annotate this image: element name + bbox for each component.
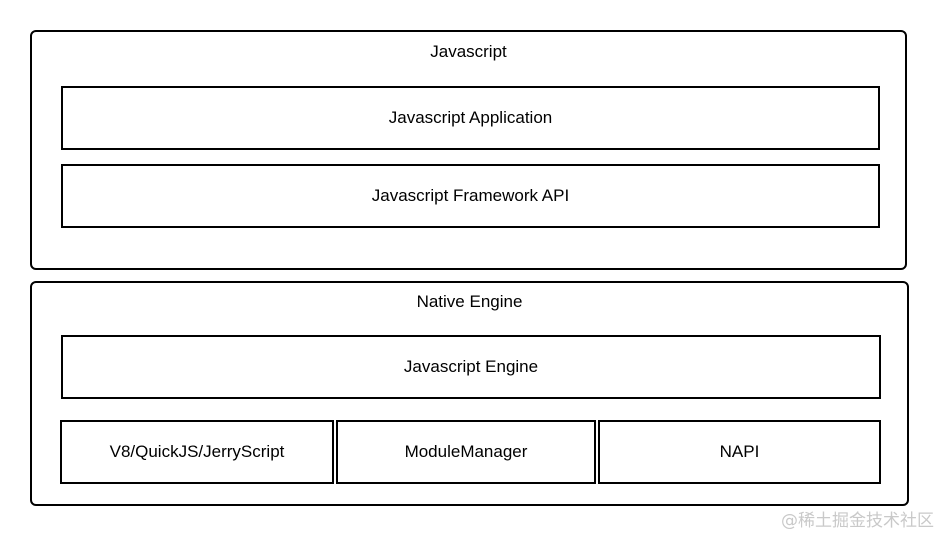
javascript-layer-title: Javascript xyxy=(430,42,507,61)
native-engine-layer-title: Native Engine xyxy=(416,292,523,311)
module-manager-box: ModuleManager xyxy=(336,420,596,484)
javascript-framework-api-box: Javascript Framework API xyxy=(61,164,880,228)
javascript-layer: Javascript Javascript Application Javasc… xyxy=(30,30,907,270)
napi-box: NAPI xyxy=(598,420,881,484)
native-engine-layer: Native Engine Javascript Engine V8/Quick… xyxy=(30,281,909,506)
javascript-engine-box: Javascript Engine xyxy=(61,335,881,399)
v8-quickjs-jerryscript-box: V8/QuickJS/JerryScript xyxy=(60,420,334,484)
javascript-application-box: Javascript Application xyxy=(61,86,880,150)
watermark: @稀土掘金技术社区 xyxy=(781,511,934,531)
